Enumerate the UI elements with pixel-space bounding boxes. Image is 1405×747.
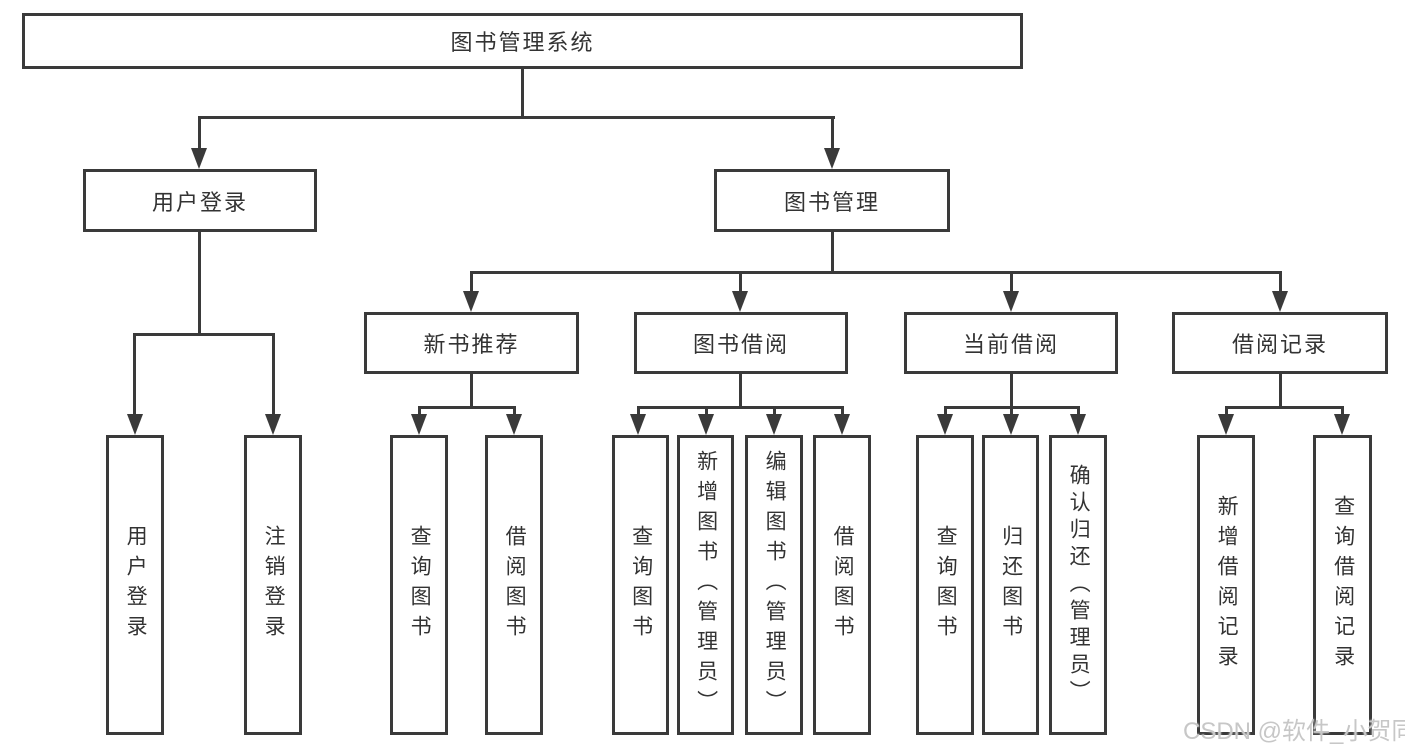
connector-line [470, 271, 1282, 274]
connector-line [739, 271, 742, 293]
node-label: 借阅图书 [831, 525, 855, 645]
node-label: 借阅记录 [1231, 332, 1328, 357]
connector-line [198, 116, 835, 119]
arrow-down-icon [630, 414, 646, 435]
connector-line [198, 232, 201, 336]
arrow-down-icon [265, 414, 281, 435]
leaf-borrow-books: 借阅图书 [813, 435, 871, 735]
node-label: 新增图书（管理员） [694, 450, 718, 720]
node-current-borrowing: 当前借阅 [904, 312, 1118, 374]
leaf-return-books: 归还图书 [982, 435, 1039, 735]
node-label: 查询图书 [408, 525, 432, 645]
connector-line [739, 374, 742, 409]
csdn-watermark: CSDN @软件_小贺同学 [1183, 718, 1405, 745]
arrow-down-icon [127, 414, 143, 435]
arrow-down-icon [937, 414, 953, 435]
node-label: 新增借阅记录 [1215, 495, 1239, 675]
node-book-borrowing: 图书借阅 [634, 312, 848, 374]
connector-line [1341, 406, 1344, 417]
connector-line [1225, 406, 1228, 417]
node-label: 新书推荐 [423, 332, 520, 357]
leaf-edit-books-admin: 编辑图书（管理员） [745, 435, 803, 735]
connector-line [470, 374, 473, 409]
arrow-down-icon [834, 414, 850, 435]
node-label: 查询借阅记录 [1331, 495, 1355, 675]
connector-line [841, 406, 844, 417]
arrow-down-icon [1218, 414, 1234, 435]
connector-line [272, 333, 275, 416]
connector-line [944, 406, 947, 417]
arrow-down-icon [191, 148, 207, 169]
connector-line [1077, 406, 1080, 417]
arrow-down-icon [1003, 414, 1019, 435]
connector-line [1279, 374, 1282, 409]
arrow-down-icon [1070, 414, 1086, 435]
node-label: 图书管理 [783, 189, 880, 215]
connector-line [513, 406, 516, 417]
arrow-down-icon [463, 291, 479, 312]
node-label: 确认归还（管理员） [1067, 463, 1091, 707]
node-new-book-recommendation: 新书推荐 [364, 312, 579, 374]
node-label: 当前借阅 [962, 332, 1059, 357]
connector-line [637, 406, 640, 417]
connector-line [831, 116, 834, 152]
node-label: 图书借阅 [692, 332, 789, 357]
leaf-add-borrow-record: 新增借阅记录 [1197, 435, 1255, 735]
arrow-down-icon [506, 414, 522, 435]
connector-line [133, 333, 136, 416]
leaf-add-books-admin: 新增图书（管理员） [677, 435, 734, 735]
connector-line [1279, 271, 1282, 293]
connector-line [773, 406, 776, 417]
node-borrowing-records: 借阅记录 [1172, 312, 1388, 374]
arrow-down-icon [1003, 291, 1019, 312]
leaf-query-books-borrowing: 查询图书 [612, 435, 669, 735]
connector-line [521, 69, 524, 119]
arrow-down-icon [698, 414, 714, 435]
node-label: 归还图书 [999, 525, 1023, 645]
node-label: 注销登录 [262, 525, 286, 645]
leaf-logout: 注销登录 [244, 435, 302, 735]
connector-line [198, 116, 201, 152]
node-user-login: 用户登录 [83, 169, 317, 232]
connector-line [418, 406, 516, 409]
leaf-confirm-return-admin: 确认归还（管理员） [1049, 435, 1107, 735]
node-label: 图书管理系统 [450, 30, 595, 55]
leaf-query-books-recommend: 查询图书 [390, 435, 448, 735]
leaf-query-books-current: 查询图书 [916, 435, 974, 735]
leaf-user-login: 用户登录 [106, 435, 164, 735]
leaf-borrow-books-recommend: 借阅图书 [485, 435, 543, 735]
node-label: 查询图书 [629, 525, 653, 645]
node-label: 编辑图书（管理员） [763, 450, 787, 720]
connector-line [133, 333, 275, 336]
arrow-down-icon [824, 148, 840, 169]
arrow-down-icon [1334, 414, 1350, 435]
arrow-down-icon [1272, 291, 1288, 312]
node-book-management: 图书管理 [714, 169, 950, 232]
connector-line [470, 271, 473, 293]
connector-line [1010, 271, 1013, 293]
arrow-down-icon [732, 291, 748, 312]
node-root-library-management-system: 图书管理系统 [22, 13, 1023, 69]
arrow-down-icon [411, 414, 427, 435]
node-label: 查询图书 [934, 525, 958, 645]
connector-line [418, 406, 421, 417]
connector-line [705, 406, 708, 417]
connector-line [1010, 406, 1013, 417]
node-label: 用户登录 [124, 525, 148, 645]
connector-line [1225, 406, 1344, 409]
connector-line [637, 406, 844, 409]
connector-line [1010, 374, 1013, 409]
arrow-down-icon [766, 414, 782, 435]
node-label: 用户登录 [151, 189, 248, 215]
leaf-query-borrow-record: 查询借阅记录 [1313, 435, 1372, 735]
node-label: 借阅图书 [503, 525, 527, 645]
connector-line [831, 232, 834, 274]
